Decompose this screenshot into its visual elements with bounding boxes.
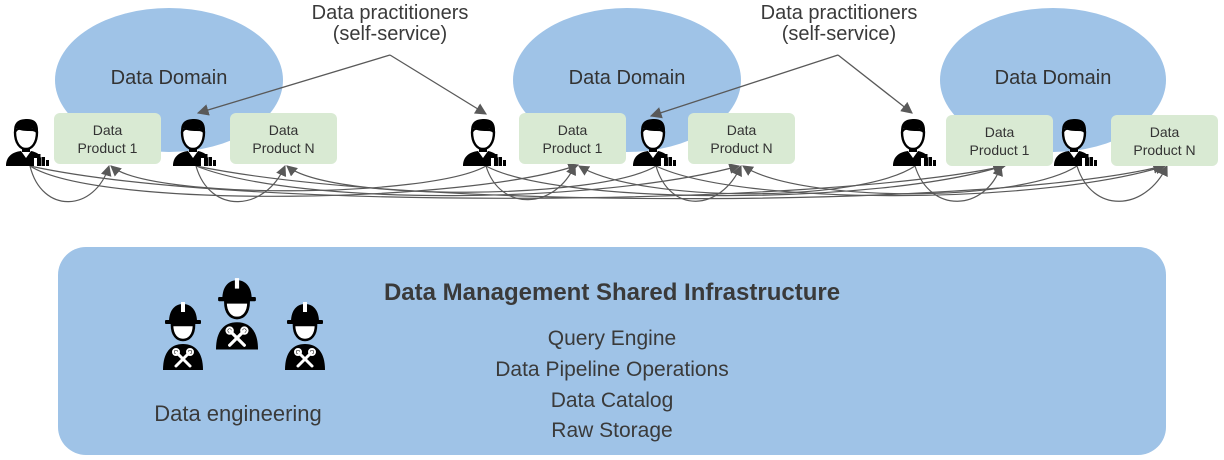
product-line1: Data bbox=[268, 121, 299, 138]
product-line2: Product 1 bbox=[77, 139, 138, 156]
consumption-arrows bbox=[29, 162, 1168, 203]
arrow bbox=[195, 163, 741, 197]
product-line2: Product N bbox=[710, 139, 773, 156]
infrastructure-item: Query Engine bbox=[547, 327, 677, 350]
engineer-team-icon bbox=[161, 276, 327, 372]
infrastructure-item: Raw Storage bbox=[551, 419, 673, 442]
arrow bbox=[389, 54, 487, 115]
arrow bbox=[485, 164, 576, 201]
arrow bbox=[29, 163, 580, 197]
arrow bbox=[286, 165, 657, 193]
product-line2: Product 1 bbox=[542, 139, 603, 156]
arrow bbox=[29, 162, 1007, 199]
infrastructure-title: Data Management Shared Infrastructure bbox=[383, 279, 841, 306]
product-line1: Data bbox=[984, 123, 1015, 140]
arrow bbox=[29, 164, 112, 203]
arrow bbox=[196, 54, 391, 116]
domain-label: Data Domain bbox=[111, 67, 228, 89]
data-engineering-label: Data engineering bbox=[154, 401, 322, 426]
domain-label: Data Domain bbox=[995, 67, 1112, 89]
arrow bbox=[578, 165, 916, 195]
practitioners-label-line1: Data practitioners bbox=[311, 2, 469, 24]
arrow bbox=[837, 54, 913, 114]
practitioners-label: Data practitioners (self-service) bbox=[290, 3, 490, 45]
user-analyst-icon bbox=[462, 118, 506, 166]
practitioners-label-line2: (self-service) bbox=[332, 23, 448, 45]
product-line1: Data bbox=[557, 121, 588, 138]
user-analyst-icon bbox=[5, 118, 49, 166]
arrow bbox=[655, 165, 742, 202]
practitioners-label-line1: Data practitioners bbox=[760, 2, 918, 24]
arrow bbox=[649, 54, 839, 119]
product-line2: Product 1 bbox=[969, 141, 1030, 158]
arrow bbox=[742, 165, 1078, 195]
user-analyst-icon bbox=[892, 118, 936, 166]
user-analyst-icon bbox=[172, 118, 216, 166]
infrastructure-item: Data Pipeline Operations bbox=[495, 358, 729, 381]
product-line1: Data bbox=[1149, 123, 1180, 140]
product-line2: Product N bbox=[252, 139, 315, 156]
arrow bbox=[485, 163, 1005, 197]
infrastructure-item: Data Catalog bbox=[550, 389, 674, 412]
arrow bbox=[195, 165, 287, 203]
practitioners-label-line2: (self-service) bbox=[781, 23, 897, 45]
arrow bbox=[195, 163, 1165, 200]
user-analyst-icon bbox=[632, 118, 676, 166]
arrow bbox=[655, 163, 1167, 197]
user-analyst-icon bbox=[1053, 118, 1097, 166]
domain-label: Data Domain bbox=[569, 67, 686, 89]
arrow bbox=[110, 165, 487, 192]
arrow bbox=[914, 164, 1003, 202]
arrow bbox=[1076, 165, 1168, 202]
practitioners-label: Data practitioners (self-service) bbox=[739, 3, 939, 45]
product-line1: Data bbox=[92, 121, 123, 138]
product-line2: Product N bbox=[1133, 141, 1196, 158]
practitioner-arrows bbox=[196, 54, 913, 119]
product-line1: Data bbox=[726, 121, 757, 138]
